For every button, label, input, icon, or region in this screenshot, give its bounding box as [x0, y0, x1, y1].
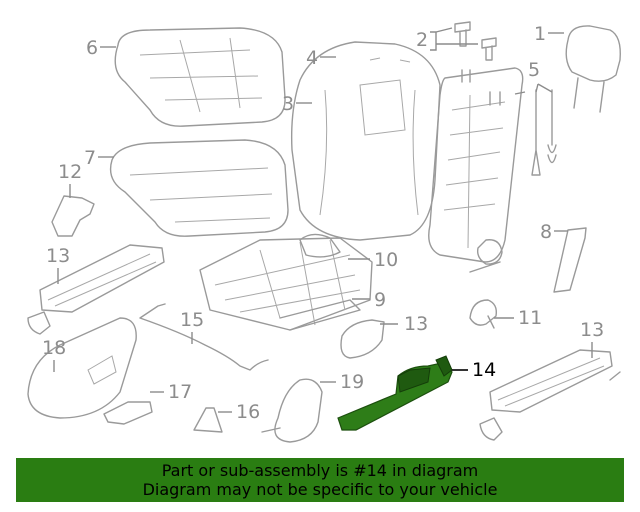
part-1-headrest	[565, 25, 621, 113]
callout-4: 4	[306, 47, 318, 69]
part-3-4-seatback	[291, 41, 441, 241]
callout-16: 16	[236, 401, 260, 423]
info-banner: Part or sub-assembly is #14 in diagram D…	[16, 458, 624, 502]
callout-13-right: 13	[580, 319, 604, 341]
part-5-seatback-frame	[428, 67, 524, 273]
callout-14: 14	[472, 359, 496, 381]
callout-13-left: 13	[46, 245, 70, 267]
part-17-trim	[103, 401, 153, 425]
callout-11: 11	[518, 307, 542, 329]
part-2-bolts	[454, 21, 497, 61]
leader-5	[514, 83, 553, 95]
part-13-track-left	[27, 244, 165, 335]
callout-9: 9	[374, 289, 386, 311]
part-13-trim-center	[340, 319, 385, 359]
callout-19: 19	[340, 371, 364, 393]
part-14-highlighted	[337, 355, 453, 431]
part-6-cushion-pad	[114, 27, 286, 127]
part-5-pins	[531, 89, 557, 176]
part-8-panel	[553, 227, 587, 293]
callout-3: 3	[282, 93, 294, 115]
callout-17: 17	[168, 381, 192, 403]
callout-15: 15	[180, 309, 204, 331]
banner-line-1: Part or sub-assembly is #14 in diagram	[161, 461, 479, 480]
callout-8: 8	[540, 221, 552, 243]
callout-5: 5	[528, 59, 540, 81]
callout-6: 6	[86, 37, 98, 59]
part-11-clip	[469, 299, 498, 329]
part-9-10-cushion-frame	[199, 233, 373, 331]
seat-parts-diagram: 6 7 4 3 2 1 5 8	[27, 21, 621, 443]
callout-12: 12	[58, 161, 82, 183]
callout-2: 2	[416, 29, 428, 51]
part-12-bracket	[51, 195, 95, 237]
part-18-side-cover	[27, 317, 137, 419]
part-15-cable	[139, 303, 269, 371]
callout-7: 7	[84, 147, 96, 169]
part-19-cover	[261, 378, 323, 443]
part-13-track-right	[479, 349, 621, 441]
callout-18: 18	[42, 337, 66, 359]
banner-line-2: Diagram may not be specific to your vehi…	[142, 480, 498, 499]
callout-10: 10	[374, 249, 398, 271]
part-7-cushion-cover	[109, 139, 289, 237]
part-16-bracket	[193, 407, 223, 433]
callout-1: 1	[534, 23, 546, 45]
leader-2	[430, 27, 478, 51]
callout-13-center: 13	[404, 313, 428, 335]
